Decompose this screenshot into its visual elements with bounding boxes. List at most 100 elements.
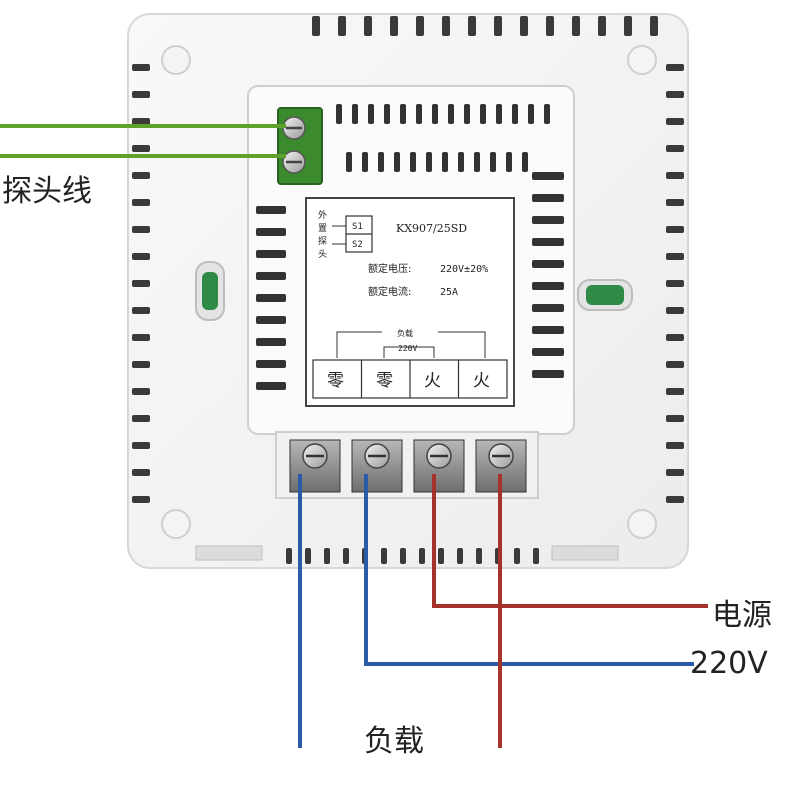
vent-slot <box>256 338 286 346</box>
probe-terminal-block <box>277 107 323 185</box>
vent-slot <box>324 548 330 564</box>
vent-slot <box>448 104 454 124</box>
vent-slot <box>532 172 564 180</box>
vent-slot <box>381 548 387 564</box>
vent-slot <box>400 104 406 124</box>
vent-slot <box>368 104 374 124</box>
vent-slot <box>666 361 684 368</box>
vent-slot <box>666 118 684 125</box>
load-label-small: 负载 <box>397 328 413 338</box>
vent-slot <box>256 316 286 324</box>
load-label: 负载 <box>364 724 424 759</box>
bottom-vents <box>286 548 539 564</box>
vent-slot <box>598 16 606 36</box>
vent-slot <box>533 548 539 564</box>
vent-slot <box>132 442 150 449</box>
vent-slot <box>666 442 684 449</box>
vent-slot <box>132 496 150 503</box>
rated-voltage-value: 220V±20% <box>440 264 488 275</box>
mounting-holes <box>161 45 657 539</box>
probe-wire-label: 探头线 <box>2 174 92 209</box>
vent-slot <box>532 194 564 202</box>
vent-slot <box>419 548 425 564</box>
vent-slot <box>305 548 311 564</box>
vent-slot <box>442 152 448 172</box>
vent-slot <box>132 415 150 422</box>
vent-slot <box>312 16 320 36</box>
vent-slot <box>132 334 150 341</box>
vent-slot <box>343 548 349 564</box>
vent-slot <box>364 16 372 36</box>
terminal-label-live-1: 火 <box>424 371 441 391</box>
vent-slot <box>666 253 684 260</box>
vent-slot <box>532 238 564 246</box>
rated-voltage-label: 额定电压: <box>368 262 411 275</box>
power-terminal-block <box>275 431 539 499</box>
vent-slot <box>132 91 150 98</box>
vent-slot <box>532 326 564 334</box>
vent-slot <box>528 104 534 124</box>
vent-slot <box>132 253 150 260</box>
vent-slot <box>624 16 632 36</box>
vent-slot <box>338 16 346 36</box>
vent-slot <box>400 548 406 564</box>
vent-slot <box>666 415 684 422</box>
vent-slot <box>352 104 358 124</box>
vent-slot <box>132 172 150 179</box>
vent-slot <box>132 226 150 233</box>
vent-slot <box>458 152 464 172</box>
vent-slot <box>336 104 342 124</box>
vent-slot <box>256 382 286 390</box>
vent-slot <box>546 16 554 36</box>
vent-slot <box>532 260 564 268</box>
load-bracket <box>336 331 486 358</box>
vent-slot <box>468 16 476 36</box>
vent-slot <box>132 280 150 287</box>
model-number: KX907/25SD <box>396 222 467 235</box>
vent-slot <box>132 388 150 395</box>
vent-slot <box>666 334 684 341</box>
ext-probe-char-2: 置 <box>318 223 327 234</box>
vent-slot <box>514 548 520 564</box>
vent-slot <box>432 104 438 124</box>
vent-slot <box>394 152 400 172</box>
vent-slot <box>666 388 684 395</box>
vent-slot <box>522 152 528 172</box>
vent-slot <box>132 361 150 368</box>
ext-probe-char-3: 探 <box>318 235 327 247</box>
vent-slot <box>362 152 368 172</box>
vent-slot <box>532 282 564 290</box>
vent-slot <box>346 152 352 172</box>
vent-slot <box>666 280 684 287</box>
vent-slot <box>532 304 564 312</box>
terminal-label-live-2: 火 <box>473 371 490 391</box>
bottom-slot-right <box>551 545 619 561</box>
right-indicator <box>577 279 633 311</box>
vent-slot <box>426 152 432 172</box>
vent-slot <box>532 370 564 378</box>
bottom-slot-left <box>195 545 263 561</box>
vent-slot <box>666 64 684 71</box>
terminal-label-neutral-1: 零 <box>327 371 344 391</box>
vent-slot <box>512 104 518 124</box>
vent-slot <box>544 104 550 124</box>
vent-slot <box>256 294 286 302</box>
voltage-label: 220V <box>690 646 768 681</box>
vent-slot <box>256 272 286 280</box>
vent-slot <box>666 496 684 503</box>
vent-slot <box>494 16 502 36</box>
vent-slot <box>442 16 450 36</box>
terminal-label-row: 零 零 火 火 <box>312 359 508 399</box>
vent-slot <box>378 152 384 172</box>
s1-label: S1 <box>352 222 363 232</box>
vent-slot <box>506 152 512 172</box>
vent-slot <box>476 548 482 564</box>
left-indicator <box>195 261 225 321</box>
vent-slot <box>666 172 684 179</box>
vent-slot <box>286 548 292 564</box>
vent-slot <box>464 104 470 124</box>
vent-slot <box>666 145 684 152</box>
vent-slot <box>384 104 390 124</box>
left-vents <box>132 64 150 503</box>
